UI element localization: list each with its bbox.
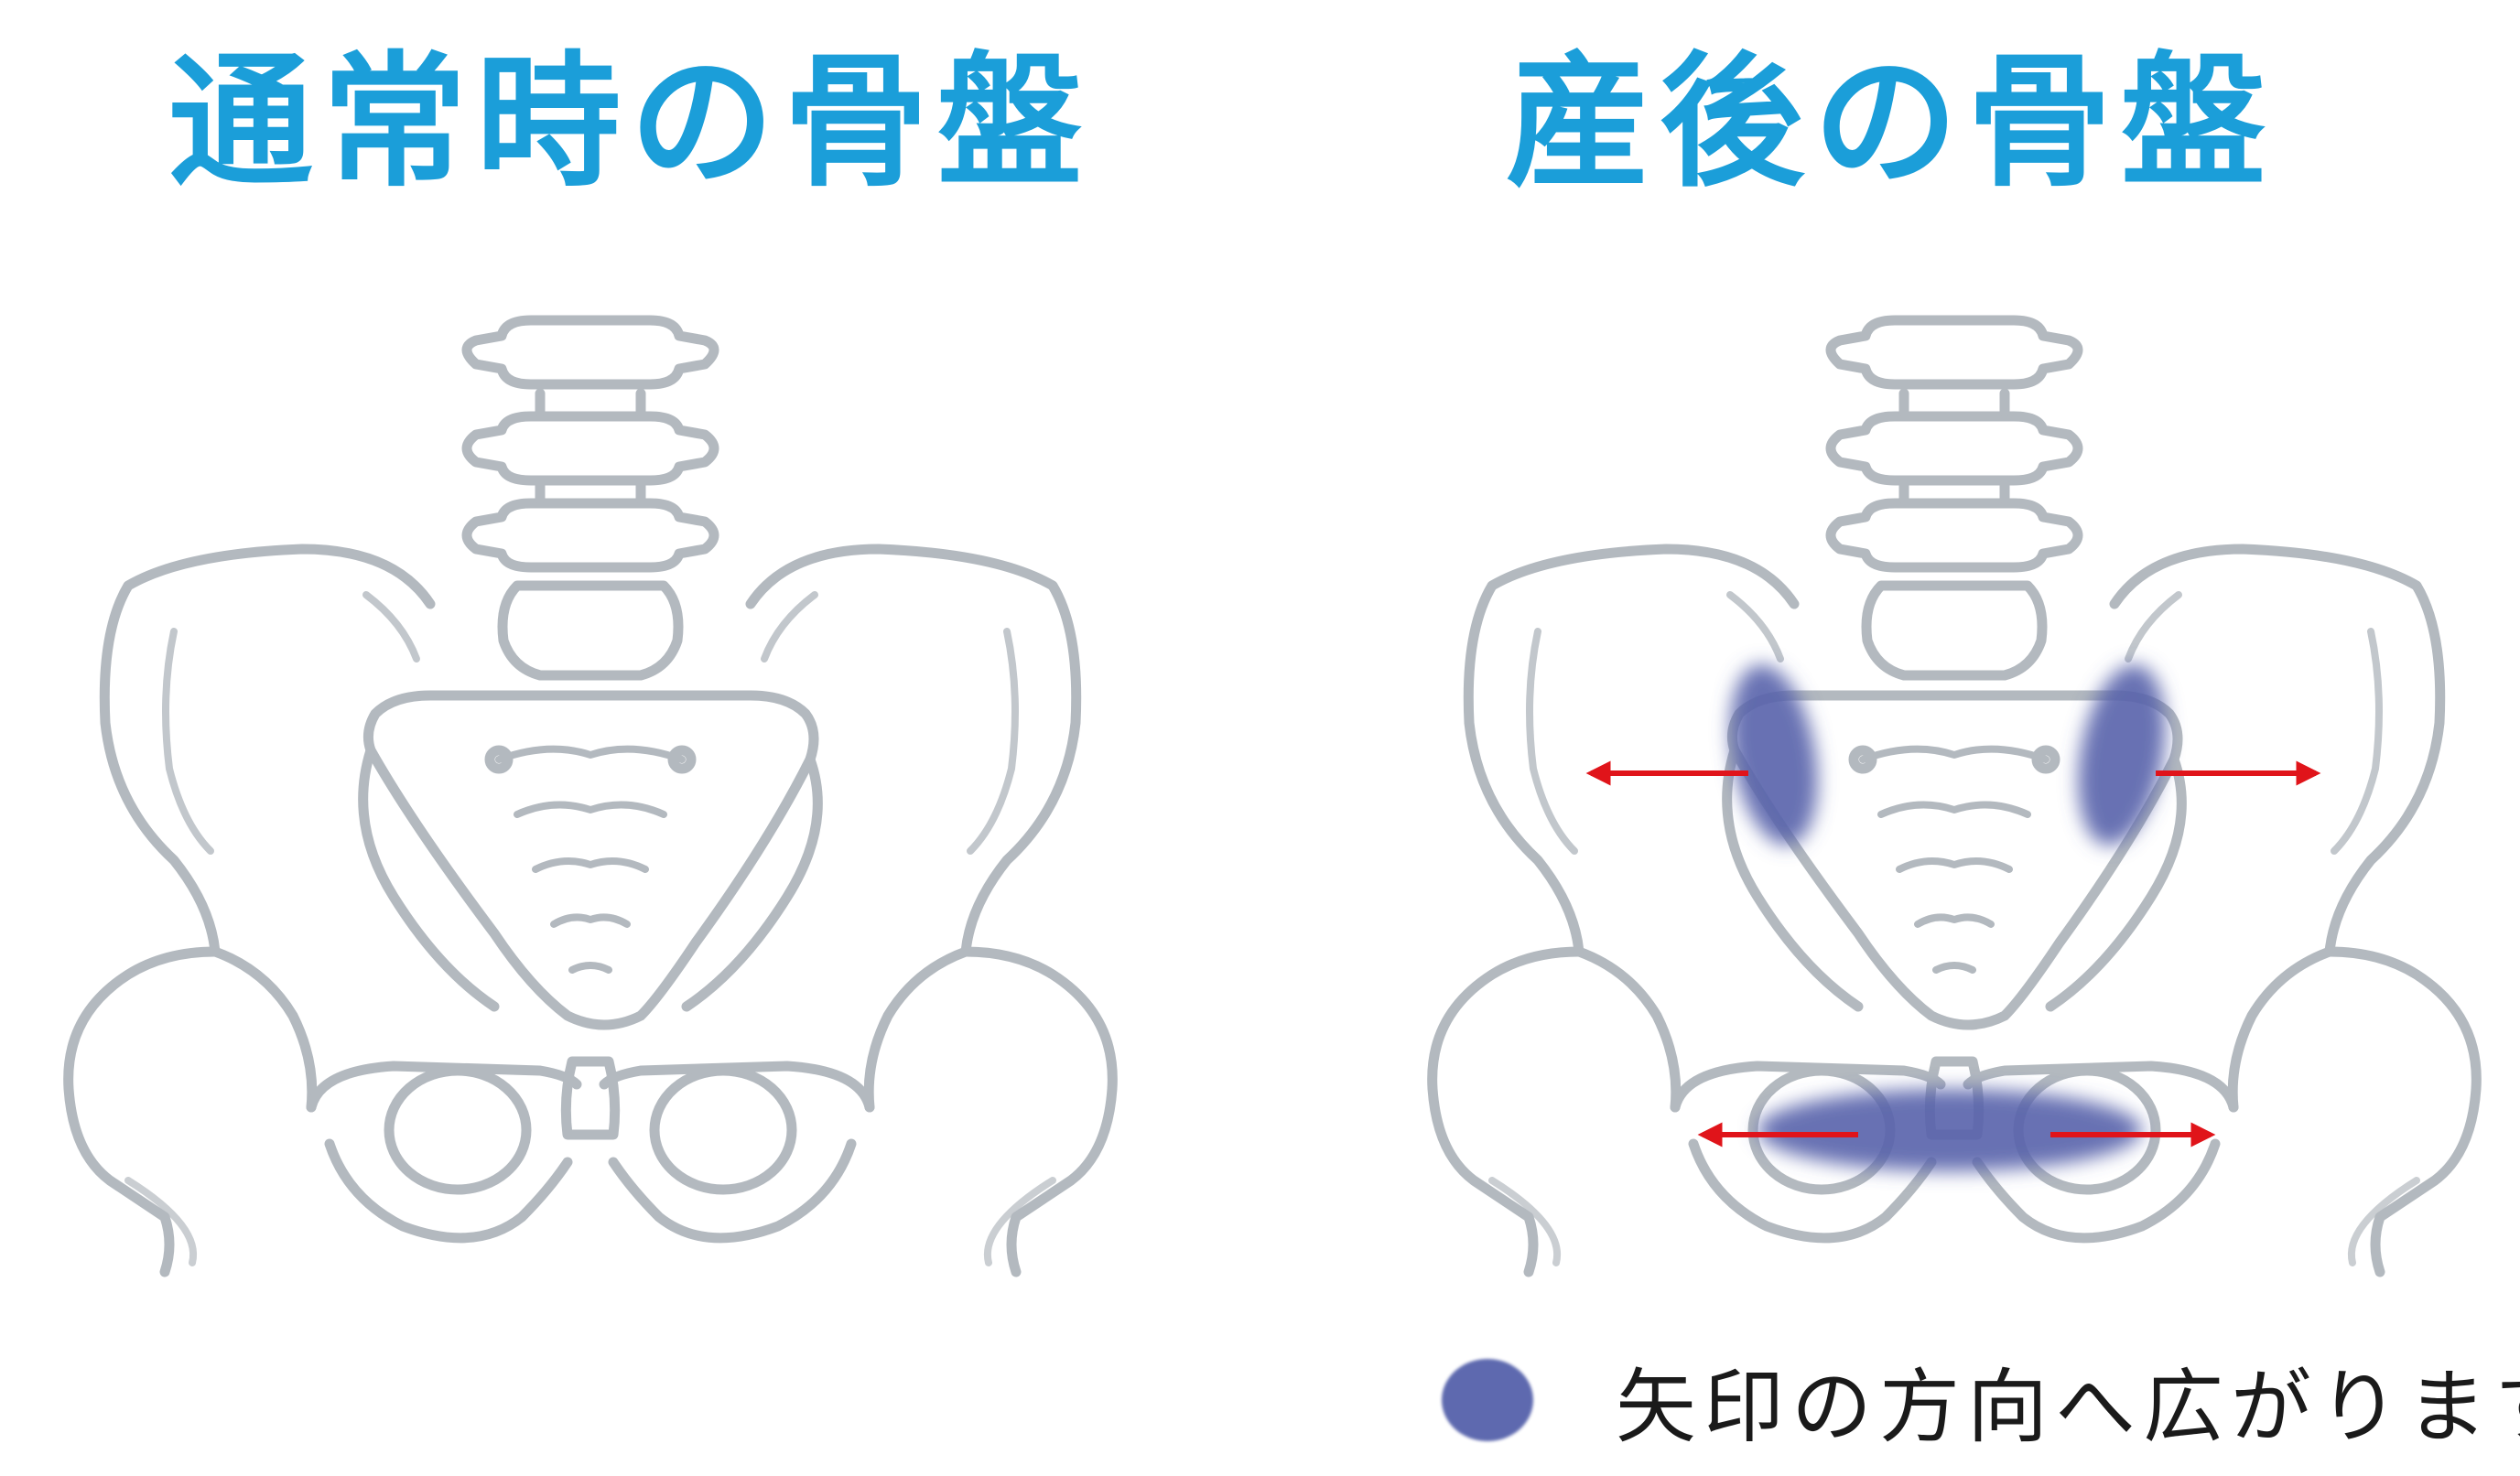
expansion-arrows [1585,760,2321,1147]
blue-blob-icon [1442,1359,1533,1441]
right-sacroiliac-highlight [2078,664,2166,846]
normal-pelvis-illustration [69,320,1113,1272]
left-sacroiliac-highlight [1730,664,1818,846]
legend-text: 矢印の方向へ広がります [1616,1359,2520,1454]
legend: 矢印の方向へ広がります [1442,1336,2520,1464]
expansion-highlights [1730,664,2166,1171]
title-normal-pelvis: 通常時の骨盤 [168,38,1091,207]
pubic-highlight [1758,1089,2142,1171]
title-postpartum-pelvis: 産後の骨盤 [1506,38,2275,207]
